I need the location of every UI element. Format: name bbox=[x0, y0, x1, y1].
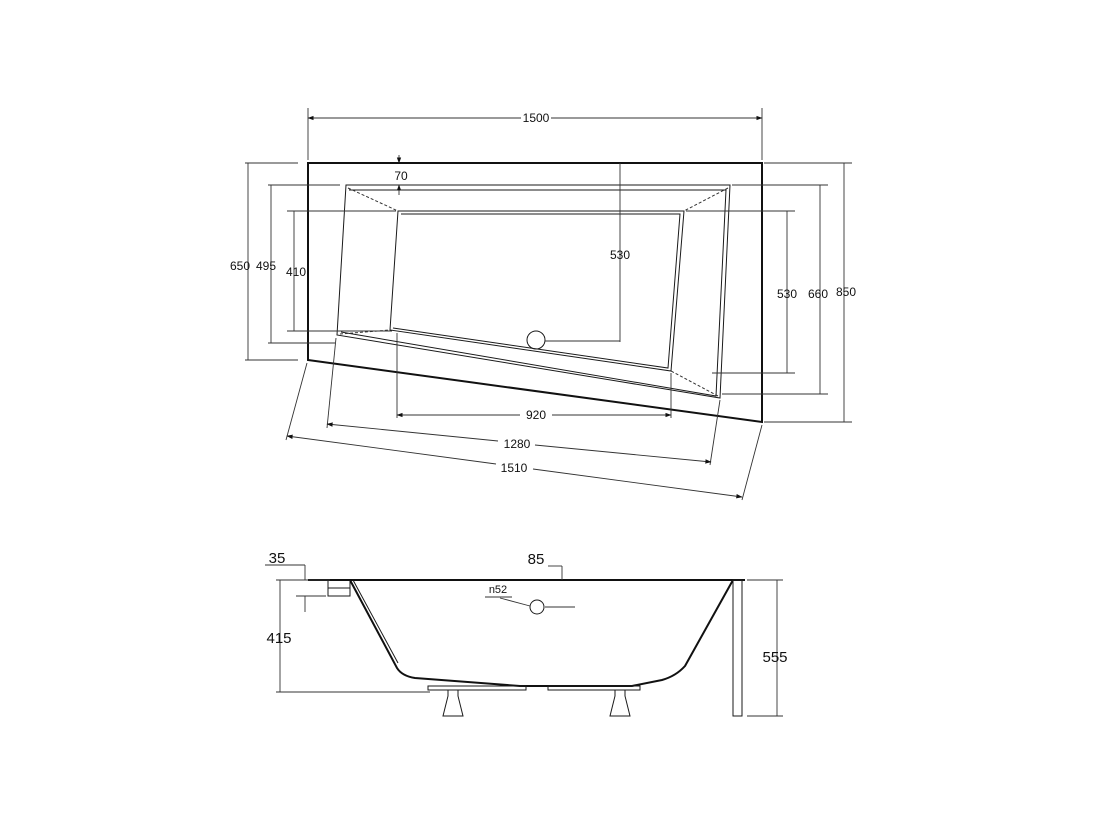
top-view: 1500 70 650 495 410 530 530 660 850 bbox=[230, 108, 856, 501]
dim-depth-left-inner: 410 bbox=[286, 265, 306, 279]
top-basin-floor-2 bbox=[392, 213, 681, 369]
dim-depth-right-outer: 850 bbox=[836, 285, 856, 299]
dim-bottom-outer: 1510 bbox=[501, 461, 528, 475]
dim-rim-width: 85 bbox=[528, 551, 545, 568]
dim-depth-right-mid: 660 bbox=[808, 287, 828, 301]
side-support-panel bbox=[732, 579, 743, 717]
dim-inner-depth-center: 530 bbox=[610, 248, 630, 262]
top-rim-inner-outline bbox=[336, 184, 731, 399]
dim-total-height: 555 bbox=[762, 649, 787, 666]
top-rim-inner-outline-2 bbox=[340, 189, 727, 397]
dim-rim-offset: 70 bbox=[394, 169, 408, 183]
dim-depth-left-outer: 650 bbox=[230, 259, 250, 273]
dim-bottom-mid: 1280 bbox=[504, 437, 531, 451]
dim-bottom-inner: 920 bbox=[526, 408, 546, 422]
top-basin-floor bbox=[389, 210, 685, 372]
dim-width-total: 1500 bbox=[523, 111, 550, 125]
dim-depth-left-mid: 495 bbox=[256, 259, 276, 273]
side-drain bbox=[529, 599, 545, 615]
top-drain bbox=[526, 330, 546, 350]
dim-rim-thickness: 35 bbox=[269, 550, 286, 567]
dim-drain-label: n52 bbox=[489, 584, 507, 596]
side-tub-body bbox=[349, 579, 734, 687]
side-foot-left bbox=[442, 689, 464, 717]
top-outer-outline bbox=[307, 162, 763, 424]
dim-inner-height: 415 bbox=[266, 630, 291, 647]
side-foot-right bbox=[609, 689, 631, 717]
side-view: n52 35 85 415 555 bbox=[265, 550, 788, 717]
dim-depth-right-inner: 530 bbox=[777, 287, 797, 301]
